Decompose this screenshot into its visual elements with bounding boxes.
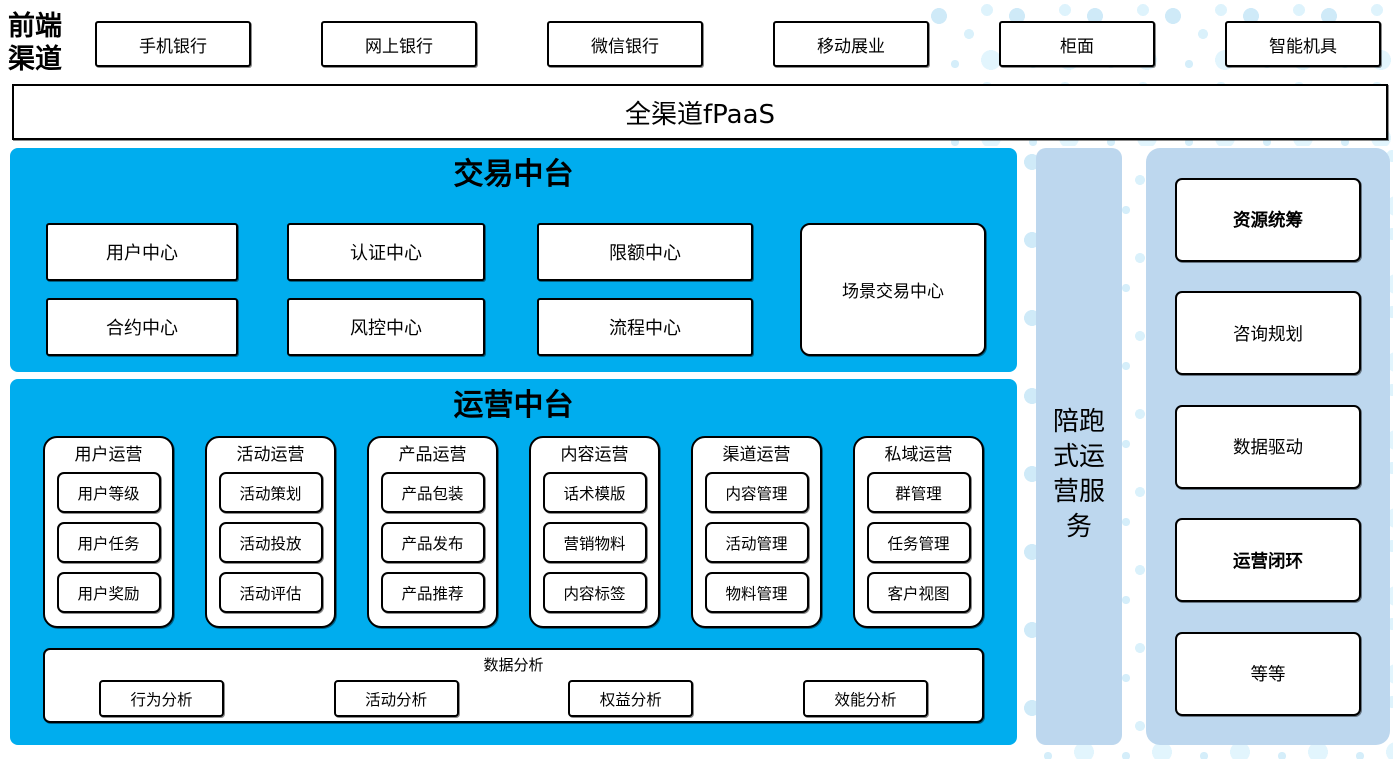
data-analysis-box: 数据分析 行为分析 活动分析 权益分析 效能分析 (43, 648, 984, 723)
trade-box-user-center: 用户中心 (46, 223, 238, 281)
analysis-item-activity: 活动分析 (333, 680, 459, 717)
ops-item: 内容标签 (542, 572, 647, 613)
analysis-item-rights: 权益分析 (568, 680, 694, 717)
ops-col-channel: 渠道运营 内容管理 活动管理 物料管理 (691, 436, 822, 628)
ops-col-title: 内容运营 (560, 445, 629, 465)
ops-item: 用户任务 (56, 522, 161, 563)
ops-item: 话术模版 (542, 472, 647, 513)
service-box-etc: 等等 (1175, 631, 1361, 716)
ops-col-title: 渠道运营 (722, 445, 791, 465)
channel-box-online-banking: 网上银行 (321, 21, 477, 67)
ops-item: 物料管理 (704, 572, 809, 613)
trade-platform-panel: 交易中台 用户中心 认证中心 限额中心 合约中心 风控中心 流程中心 场景交易中… (10, 148, 1017, 372)
channel-box-smart-devices: 智能机具 (1225, 21, 1381, 67)
data-analysis-title: 数据分析 (483, 656, 544, 674)
ops-item: 产品发布 (380, 522, 485, 563)
ops-item: 活动管理 (704, 522, 809, 563)
ops-item: 营销物料 (542, 522, 647, 563)
trade-platform-title: 交易中台 (453, 157, 574, 192)
ops-col-title: 私域运营 (884, 445, 953, 465)
channel-box-mobile-banking: 手机银行 (95, 21, 251, 67)
side-service-bar: 陪跑 式运 营服 务 (1036, 148, 1122, 745)
front-channels-label: 前端 渠道 (8, 11, 62, 75)
right-services-panel: 资源统筹 咨询规划 数据驱动 运营闭环 等等 (1146, 148, 1390, 745)
trade-box-contract-center: 合约中心 (46, 298, 238, 356)
ops-item: 产品推荐 (380, 572, 485, 613)
trade-box-risk-center: 风控中心 (287, 298, 485, 356)
ops-col-activity: 活动运营 活动策划 活动投放 活动评估 (205, 436, 336, 628)
ops-item: 活动评估 (218, 572, 323, 613)
ops-item: 活动投放 (218, 522, 323, 563)
side-service-label: 陪跑 式运 营服 务 (1052, 406, 1105, 542)
channel-box-wechat-banking: 微信银行 (547, 21, 703, 67)
ops-item: 用户等级 (56, 472, 161, 513)
trade-box-scene-trade-center: 场景交易中心 (800, 223, 986, 356)
ops-col-title: 产品运营 (398, 445, 467, 465)
service-box-resource-planning: 资源统筹 (1175, 177, 1361, 262)
ops-col-user: 用户运营 用户等级 用户任务 用户奖励 (43, 436, 174, 628)
data-analysis-items: 行为分析 活动分析 权益分析 效能分析 (45, 680, 982, 717)
ops-item: 用户奖励 (56, 572, 161, 613)
service-box-consulting: 咨询规划 (1175, 291, 1361, 375)
ops-platform-title: 运营中台 (453, 388, 574, 423)
ops-item: 产品包装 (380, 472, 485, 513)
channel-box-mobile-outreach: 移动展业 (773, 21, 929, 67)
ops-col-title: 用户运营 (74, 445, 143, 465)
ops-item: 内容管理 (704, 472, 809, 513)
ops-item: 活动策划 (218, 472, 323, 513)
analysis-item-efficiency: 效能分析 (802, 680, 928, 717)
fpaas-bar: 全渠道fPaaS (12, 84, 1388, 140)
trade-box-process-center: 流程中心 (537, 298, 753, 356)
ops-platform-panel: 运营中台 用户运营 用户等级 用户任务 用户奖励 活动运营 活动策划 活动投放 … (10, 379, 1017, 745)
ops-item: 任务管理 (866, 522, 971, 563)
service-box-data-driven: 数据驱动 (1175, 404, 1361, 489)
service-box-ops-loop: 运营闭环 (1175, 518, 1361, 602)
channel-box-counter: 柜面 (999, 21, 1155, 67)
front-channels-row: 手机银行 网上银行 微信银行 移动展业 柜面 智能机具 (95, 21, 1381, 67)
ops-item: 客户视图 (866, 572, 971, 613)
trade-box-auth-center: 认证中心 (287, 223, 485, 281)
ops-columns-row: 用户运营 用户等级 用户任务 用户奖励 活动运营 活动策划 活动投放 活动评估 … (43, 436, 984, 628)
ops-col-content: 内容运营 话术模版 营销物料 内容标签 (529, 436, 660, 628)
analysis-item-behavior: 行为分析 (99, 680, 224, 717)
ops-col-private-domain: 私域运营 群管理 任务管理 客户视图 (853, 436, 984, 628)
trade-box-limit-center: 限额中心 (537, 223, 753, 281)
ops-col-product: 产品运营 产品包装 产品发布 产品推荐 (367, 436, 498, 628)
ops-item: 群管理 (866, 472, 971, 513)
ops-col-title: 活动运营 (236, 445, 305, 465)
